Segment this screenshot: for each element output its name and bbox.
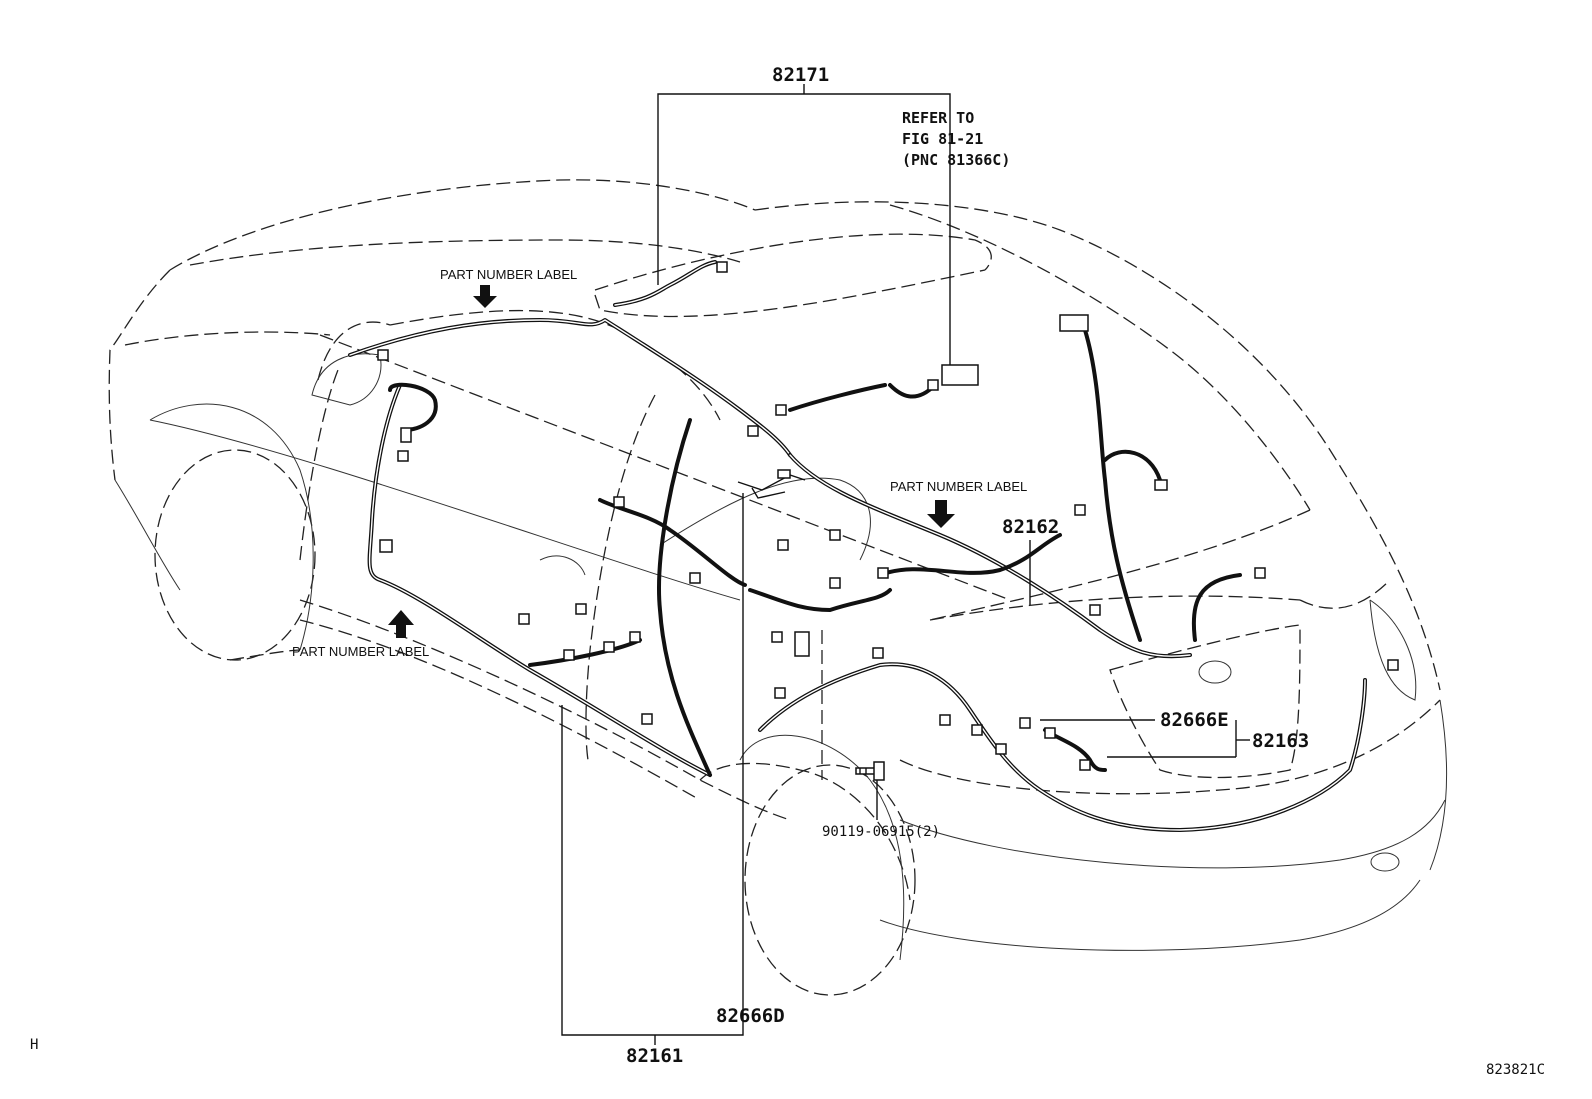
part-82163-label: 82163 [1252,730,1309,752]
harness-82162 [748,328,1242,659]
bolt-icon [855,761,885,781]
figure-code: 823821C [1486,1062,1545,1078]
harness-82171 [348,260,937,457]
part-82162-label: 82162 [1002,516,1059,538]
refer-line-3: (PNC 81366C) [902,151,1010,169]
part-82666e-label: 82666E [1160,709,1229,731]
part-number-label-left: PART NUMBER LABEL [292,644,429,659]
car-body-outline [108,179,1448,996]
bracket-82666d [737,469,806,499]
leader-lines [561,84,1250,1045]
part-82666d-label: 82666D [716,1005,785,1027]
part-number-label-right: PART NUMBER LABEL [890,479,1027,494]
refer-line-2: FIG 81-21 [902,130,983,148]
connectors [377,261,1399,771]
part-90119-label: 90119-06915(2) [822,824,940,840]
part-82171-label: 82171 [772,64,829,86]
harness-82161 [367,382,747,777]
part-82161-label: 82161 [626,1045,683,1067]
corner-left-code: H [30,1037,38,1053]
refer-line-1: REFER TO [902,109,974,127]
part-number-label-top: PART NUMBER LABEL [440,267,577,282]
part-number-label-arrows [388,285,955,638]
